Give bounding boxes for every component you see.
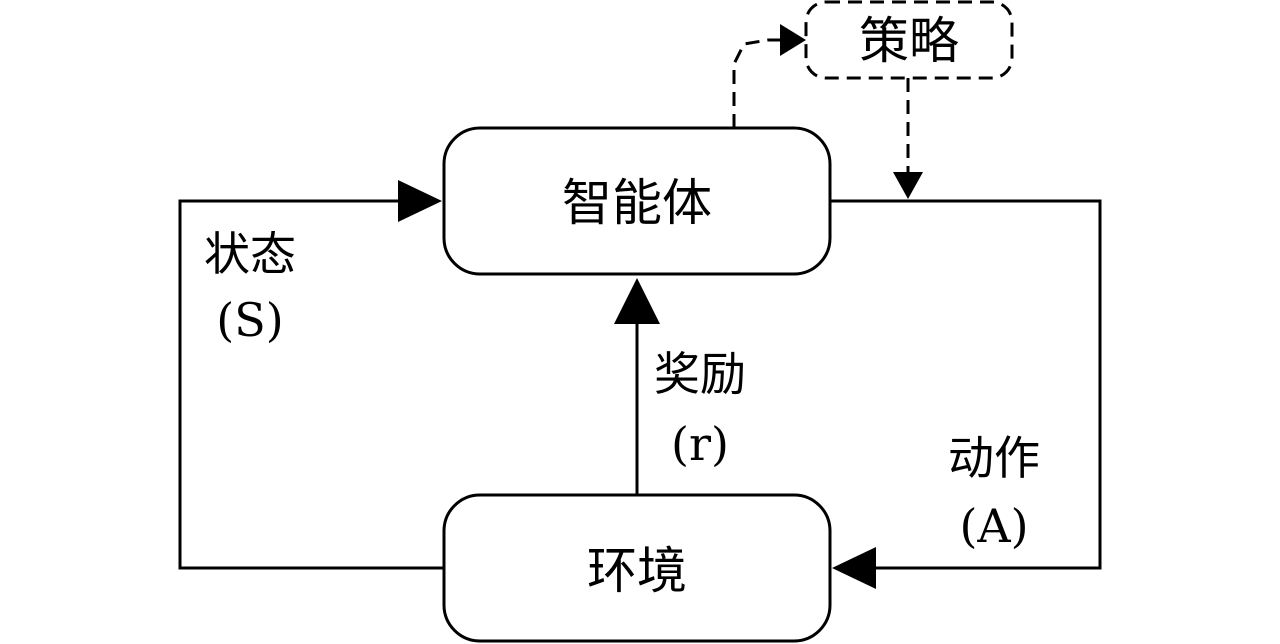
reward-label: 奖励	[654, 347, 746, 401]
action-label: 动作	[948, 431, 1040, 485]
policy-box	[804, 0, 1014, 80]
state-line	[178, 199, 444, 570]
agent-to-policy-line	[732, 38, 782, 128]
agent-label: 智能体	[562, 174, 712, 232]
environment-label: 环境	[587, 542, 687, 600]
policy-to-action-arrowhead	[893, 172, 923, 199]
action-line	[830, 199, 1102, 570]
action-symbol: (A)	[959, 499, 1028, 553]
state-symbol: (S)	[216, 293, 283, 347]
action-arrowhead	[832, 547, 876, 589]
state-arrowhead	[398, 180, 442, 222]
state-label: 状态	[204, 227, 296, 281]
reward-symbol: (r)	[671, 417, 729, 471]
reward-arrowhead	[614, 278, 660, 324]
agent-to-policy-arrowhead	[780, 24, 806, 56]
policy-label: 策略	[859, 12, 959, 70]
